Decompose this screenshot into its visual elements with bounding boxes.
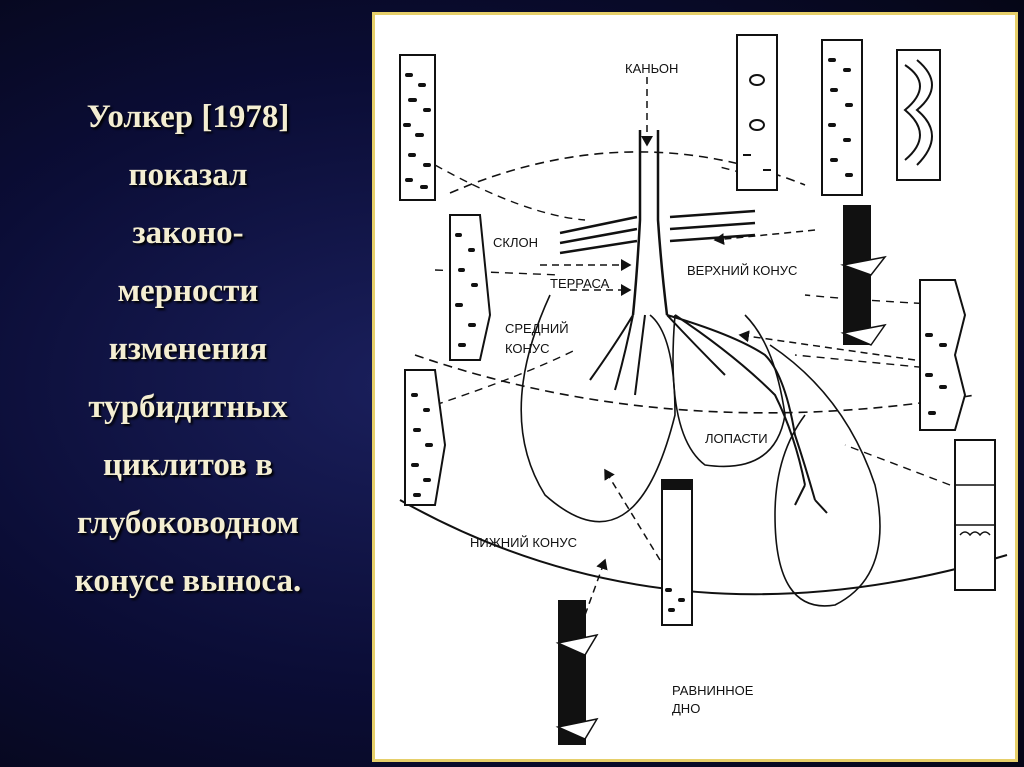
fan-diagram-svg: КАНЬОН СКЛОН ТЕРРАСА ВЕРХНИЙ КОНУС СРЕДН… (399, 34, 1008, 745)
column-top-left (399, 54, 436, 201)
label-slope: СКЛОН (493, 235, 538, 250)
column-upper-fan (840, 205, 887, 346)
text-line-2: показал (128, 157, 248, 193)
text-line-6: турбидитных (88, 389, 288, 425)
label-basin-plain-1: РАВНИННОЕ (672, 683, 754, 698)
lobe-left (520, 294, 676, 523)
label-lower-fan: НИЖНИЙ КОНУС (470, 535, 577, 550)
column-top-2 (821, 39, 863, 196)
text-line-8: глубоководном (77, 505, 299, 541)
middle-fan-boundary (414, 354, 976, 414)
lobe-right (769, 344, 881, 607)
column-top-1 (736, 34, 778, 191)
column-top-3 (896, 49, 941, 181)
column-low-left (404, 369, 447, 506)
upper-fan-arrow (713, 229, 816, 246)
text-line-1: Уолкер [1978] (86, 99, 290, 135)
label-lobes: ЛОПАСТИ (705, 431, 768, 446)
distributary-channels (589, 314, 816, 501)
canyon-channel (631, 130, 642, 316)
text-line-7: циклитов в (103, 447, 273, 483)
label-middle-fan-1: СРЕДНИЙ (505, 321, 569, 336)
lobe-center (672, 314, 786, 468)
text-line-9: конусе выноса. (74, 563, 302, 599)
text-line-5: изменения (108, 331, 268, 367)
column-right-2 (954, 439, 996, 591)
column-basin-plain (555, 600, 599, 745)
column-lower-fan (661, 479, 693, 626)
column-mid-left (449, 214, 492, 361)
lower-fan-arrow (604, 468, 661, 561)
label-terrace: ТЕРРАСА (550, 276, 610, 291)
label-canyon: КАНЬОН (625, 61, 678, 76)
terrace-lines (559, 209, 756, 255)
middle-fan-arrow (738, 330, 916, 361)
slide-text: Уолкер [1978] показал законо- мерности и… (18, 88, 358, 610)
label-middle-fan-2: КОНУС (505, 341, 550, 356)
column-right-1 (919, 279, 967, 431)
label-basin-plain-2: ДНО (672, 701, 700, 716)
fan-diagram: КАНЬОН СКЛОН ТЕРРАСА ВЕРХНИЙ КОНУС СРЕДН… (372, 12, 1018, 762)
text-line-3: законо- (132, 215, 244, 251)
text-line-4: мерности (117, 273, 259, 309)
label-upper-fan: ВЕРХНИЙ КОНУС (687, 263, 797, 278)
plain-arrow (584, 558, 608, 616)
